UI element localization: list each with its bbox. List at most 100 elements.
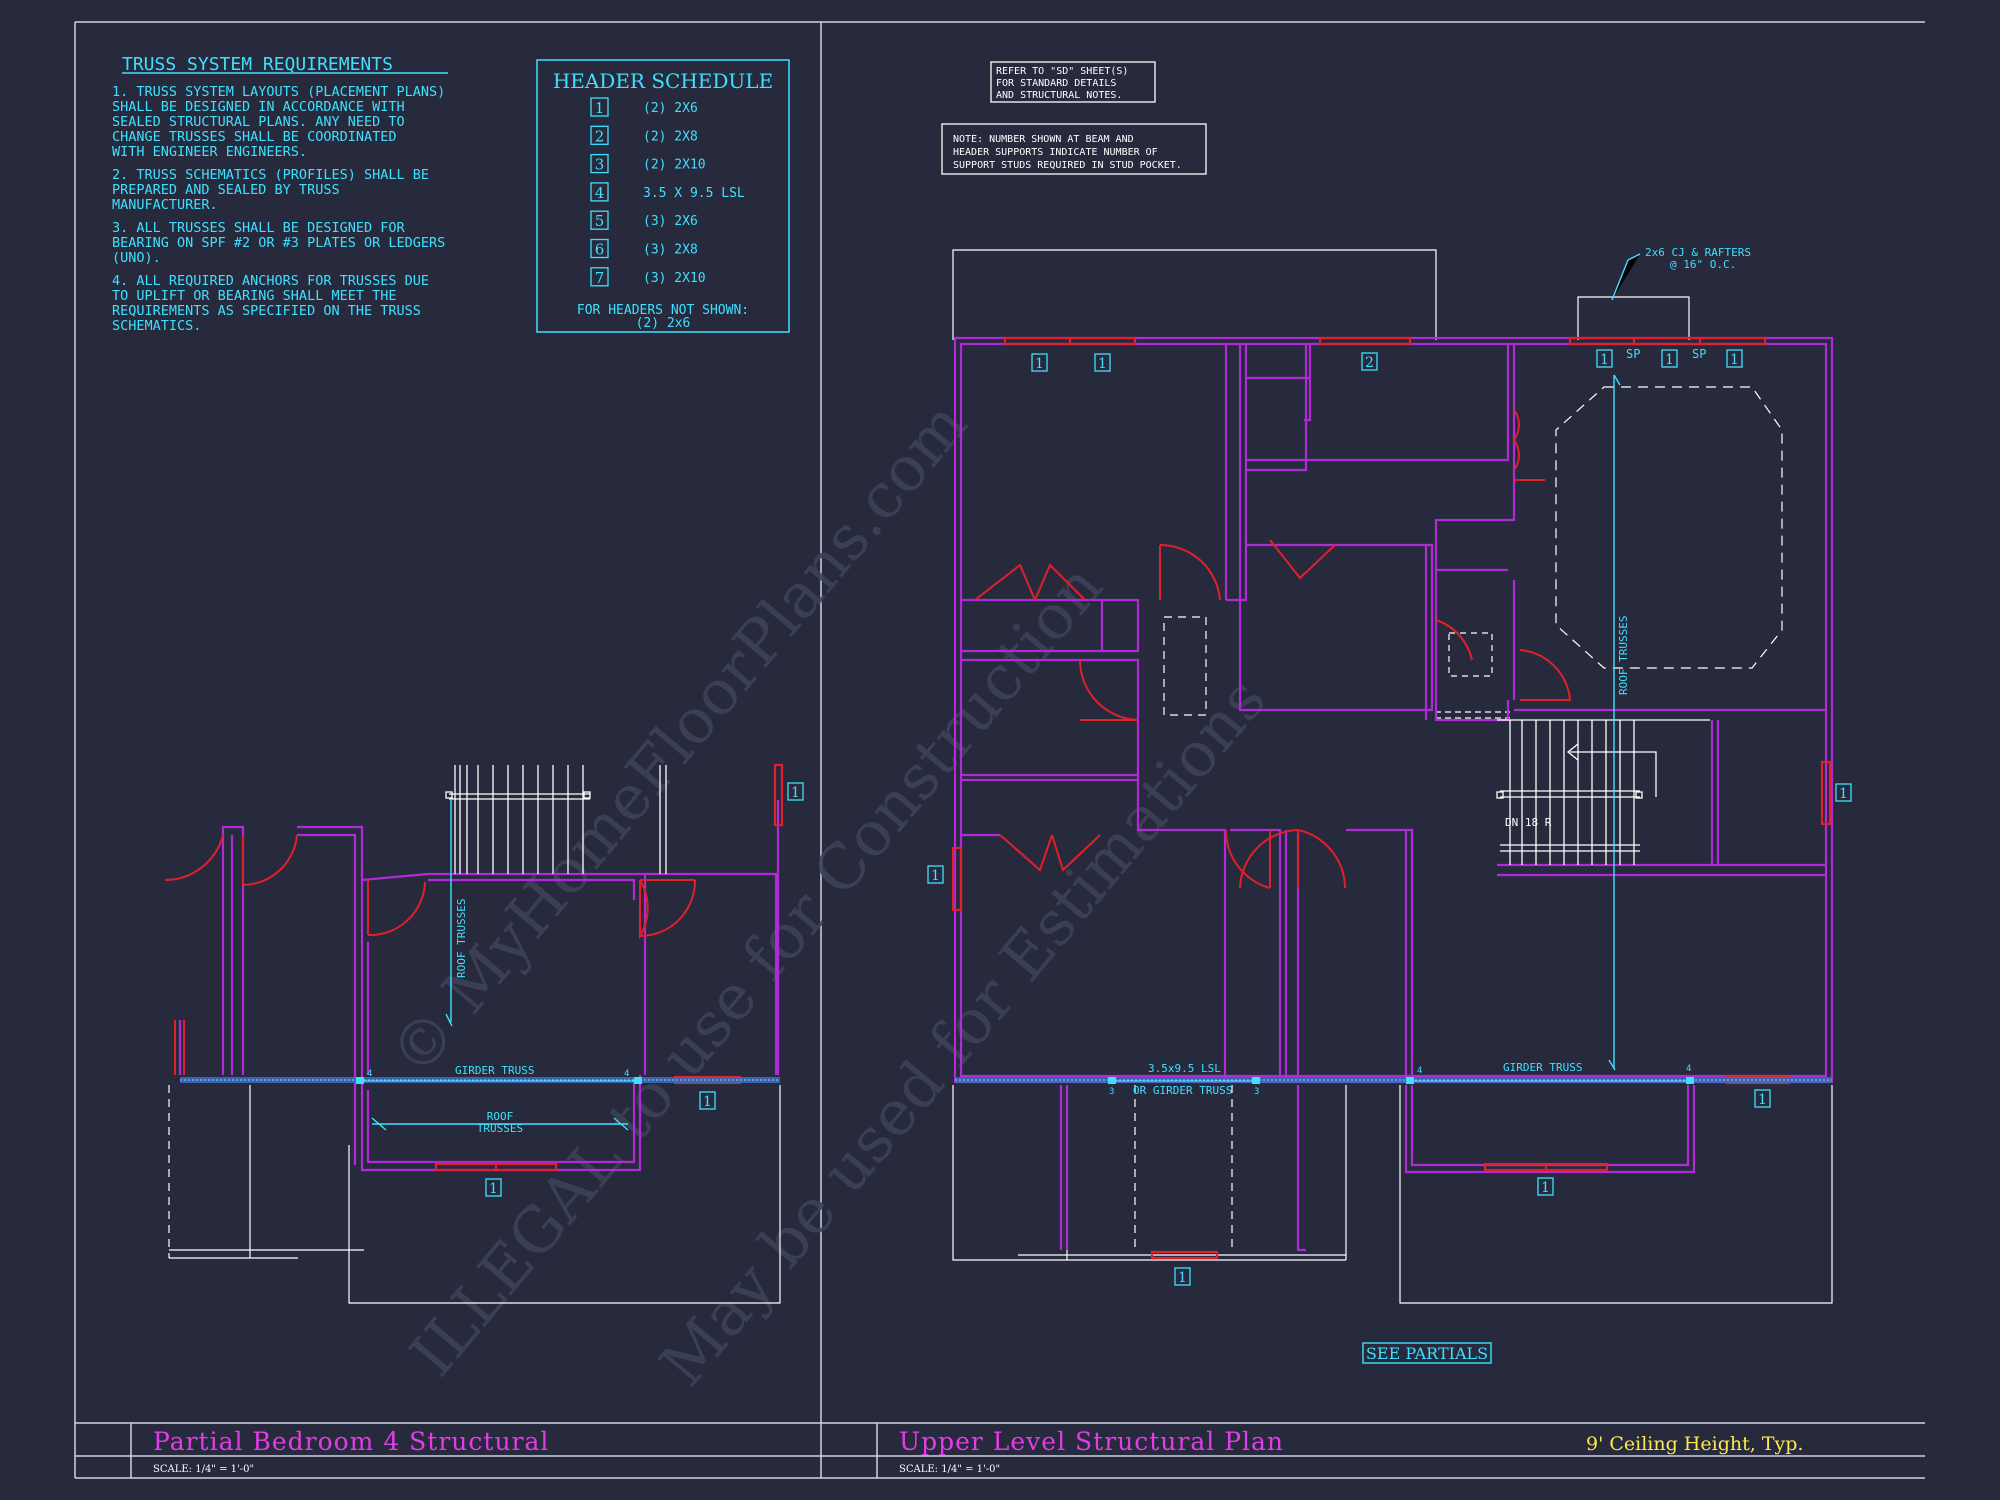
left-roof-label: ROOF xyxy=(487,1110,514,1123)
schedule-number: 6 xyxy=(595,241,605,259)
left-plan-walls xyxy=(178,800,780,1172)
schedule-number: 5 xyxy=(595,212,605,230)
schedule-number-box xyxy=(590,238,609,259)
support-tag: 1 xyxy=(1541,1180,1550,1196)
see-partials: SEE PARTIALS xyxy=(1362,1342,1492,1364)
truss-requirement-line: REQUIREMENTS AS SPECIFIED ON THE TRUSS xyxy=(112,303,421,319)
right-plan-title: Upper Level Structural Plan xyxy=(899,1427,1284,1456)
support-tag: 1 xyxy=(791,785,800,801)
left-trusses-label: TRUSSES xyxy=(477,1122,523,1135)
stair-label: DN 18 R xyxy=(1505,816,1552,829)
right-plan-stairs xyxy=(1496,719,1710,865)
sheet-frame xyxy=(74,21,1925,1479)
left-plan: GIRDER TRUSS 4 4 ROOF TRUSSES ROOF TRUSS… xyxy=(164,763,804,1304)
left-plan-title: Partial Bedroom 4 Structural xyxy=(153,1427,549,1456)
support-tag-box xyxy=(1094,353,1111,372)
left-plan-outline xyxy=(168,1085,781,1304)
support-tag: 1 xyxy=(703,1094,712,1110)
right-plan-walls xyxy=(953,336,1834,1252)
support-tag-box xyxy=(485,1178,502,1197)
right-lsl-3a: 3 xyxy=(1109,1087,1114,1097)
schedule-number-box xyxy=(590,267,609,287)
left-girder-truss-label: GIRDER TRUSS xyxy=(455,1064,534,1077)
support-tag-box xyxy=(699,1091,716,1110)
truss-requirements-title: TRUSS SYSTEM REQUIREMENTS xyxy=(122,54,393,75)
right-roof-trusses-vertical: ROOF TRUSSES xyxy=(1617,616,1630,695)
right-lsl-3b: 3 xyxy=(1254,1087,1259,1097)
header-schedule: HEADER SCHEDULE 1 (2) 2X6 2 (2) 2X8 3 (2) 2X1… xyxy=(536,59,790,333)
refer-note: REFER TO "SD" SHEET(S) FOR STANDARD DETA… xyxy=(990,61,1156,103)
support-tag: 1 xyxy=(1758,1092,1767,1108)
truss-requirement-line: (UNO). xyxy=(112,250,161,266)
left-girder-4b: 4 xyxy=(624,1069,629,1079)
right-plan-labels: ROOF TRUSSES GIRDER TRUSS 3.5x9.5 LSL OR… xyxy=(1109,246,1751,1097)
schedule-spec: (2) 2X10 xyxy=(643,158,706,173)
right-plan-outline xyxy=(952,249,1833,1304)
right-or-girder-label: OR GIRDER TRUSS xyxy=(1133,1084,1232,1097)
schedule-number-box xyxy=(590,153,609,174)
schedule-spec: (3) 2X10 xyxy=(643,271,706,286)
header-schedule-footer-2: (2) 2x6 xyxy=(636,316,691,331)
schedule-number-box xyxy=(590,182,609,202)
refer-note-line-3: AND STRUCTURAL NOTES. xyxy=(996,90,1122,101)
truss-requirement-line: 3. ALL TRUSSES SHALL BE DESIGNED FOR xyxy=(112,220,405,236)
schedule-number: 1 xyxy=(595,99,605,117)
cj-rafters-line-2: @ 16" O.C. xyxy=(1670,258,1736,271)
support-tag: 1 xyxy=(1098,356,1107,372)
schedule-number-box xyxy=(590,210,609,230)
support-tag-box xyxy=(1537,1177,1554,1196)
right-girder-band xyxy=(955,1077,1832,1084)
truss-requirement-line: WITH ENGINEER ENGINEERS. xyxy=(112,144,307,160)
truss-requirement-line: SHALL BE DESIGNED IN ACCORDANCE WITH xyxy=(112,99,405,115)
support-tag-box xyxy=(1174,1267,1191,1286)
support-tag: 1 xyxy=(1730,352,1739,368)
refer-note-line-1: REFER TO "SD" SHEET(S) xyxy=(996,66,1128,77)
number-note-line-1: NOTE: NUMBER SHOWN AT BEAM AND xyxy=(953,134,1134,145)
support-tag-box xyxy=(1361,352,1378,371)
number-note-line-3: SUPPORT STUDS REQUIRED IN STUD POCKET. xyxy=(953,160,1182,171)
refer-note-line-2: FOR STANDARD DETAILS xyxy=(996,78,1116,89)
watermark: © MyHomeFloorPlans.com ILLEGAL to use fo… xyxy=(376,388,1281,1400)
support-tag-box xyxy=(927,865,944,884)
left-plan-stairs xyxy=(445,765,667,874)
right-girder-4b: 4 xyxy=(1686,1064,1691,1074)
support-tag-box xyxy=(1726,349,1743,368)
number-note-line-2: HEADER SUPPORTS INDICATE NUMBER OF xyxy=(953,147,1158,158)
support-tag-box xyxy=(1031,353,1048,372)
header-schedule-footer-1: FOR HEADERS NOT SHOWN: xyxy=(577,303,749,318)
support-tag: 1 xyxy=(931,868,940,884)
support-tag: 2 xyxy=(1365,355,1374,371)
sp-label-1: SP xyxy=(1626,347,1640,361)
schedule-number-box xyxy=(590,97,609,117)
support-tag: 1 xyxy=(1600,352,1609,368)
schedule-number: 7 xyxy=(595,269,605,287)
left-girder-4a: 4 xyxy=(367,1069,372,1079)
schedule-number: 3 xyxy=(595,156,605,174)
sp-label-2: SP xyxy=(1692,347,1706,361)
schedule-spec: (2) 2X8 xyxy=(643,129,698,144)
left-plan-tags: 111 xyxy=(485,782,804,1197)
header-schedule-title: HEADER SCHEDULE xyxy=(553,69,773,93)
truss-requirements: TRUSS SYSTEM REQUIREMENTS 1. TRUSS SYSTE… xyxy=(112,54,448,334)
truss-requirement-line: MANUFACTURER. xyxy=(112,197,218,213)
schedule-spec: (2) 2X6 xyxy=(643,101,698,116)
support-tag-box xyxy=(787,782,804,801)
cj-rafters-line-1: 2x6 CJ & RAFTERS xyxy=(1645,246,1751,259)
right-plan-headers xyxy=(951,336,1832,1260)
left-truss-arrows xyxy=(371,800,629,1131)
left-roof-trusses-vertical: ROOF TRUSSES xyxy=(455,899,468,978)
support-tag-box xyxy=(1661,349,1678,368)
schedule-number: 4 xyxy=(595,184,605,202)
schedule-number: 2 xyxy=(595,127,605,145)
right-plan-doors xyxy=(974,409,1572,889)
see-partials-label: SEE PARTIALS xyxy=(1366,1344,1488,1363)
truss-requirement-line: 4. ALL REQUIRED ANCHORS FOR TRUSSES DUE xyxy=(112,273,429,289)
left-girder-band xyxy=(180,1077,780,1084)
schedule-spec: (3) 2X6 xyxy=(643,214,698,229)
truss-requirement-line: SCHEMATICS. xyxy=(112,318,201,334)
support-tag: 1 xyxy=(1035,356,1044,372)
truss-requirement-line: PREPARED AND SEALED BY TRUSS xyxy=(112,182,340,198)
support-tag: 1 xyxy=(1178,1270,1187,1286)
